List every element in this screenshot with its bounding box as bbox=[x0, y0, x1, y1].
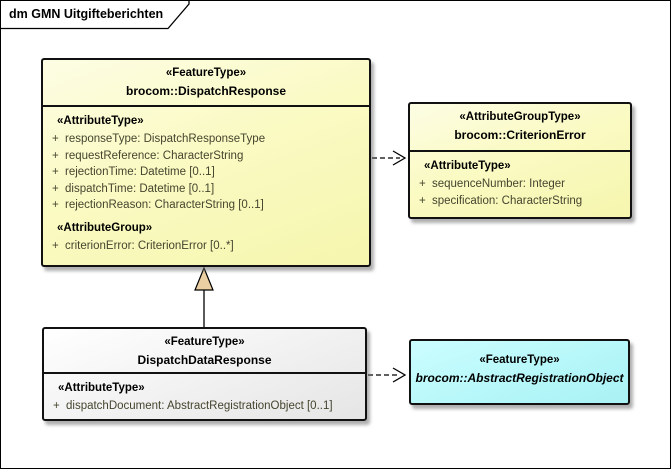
section-label-attribute-type: «AttributeType» bbox=[424, 160, 511, 172]
visibility-plus: + bbox=[52, 149, 59, 162]
class-box-dispatch-data-response[interactable]: «FeatureType» DispatchDataResponse «Attr… bbox=[42, 327, 367, 421]
visibility-plus: + bbox=[52, 166, 59, 178]
visibility-plus: + bbox=[419, 178, 426, 190]
attribute-row: + specification: CharacterString bbox=[414, 193, 626, 210]
frame-title: dm GMN Uitgifteberichten bbox=[9, 7, 164, 21]
attribute-text: responseType: DispatchResponseType bbox=[65, 133, 266, 145]
attribute-row: + dispatchTime: Datetime [0..1] bbox=[47, 181, 365, 198]
attribute-row: + rejectionTime: Datetime [0..1] bbox=[47, 164, 365, 181]
visibility-plus: + bbox=[52, 199, 59, 211]
visibility-plus: + bbox=[53, 400, 60, 412]
stereotype-label: «FeatureType» bbox=[164, 336, 245, 348]
attributes-compartment: «AttributeType» + dispatchDocument: Abst… bbox=[44, 372, 365, 418]
section-label-attribute-type: «AttributeType» bbox=[58, 382, 145, 394]
visibility-plus: + bbox=[52, 182, 59, 195]
attributes-compartment: «AttributeType» + sequenceNumber: Intege… bbox=[410, 150, 630, 212]
attribute-text: specification: CharacterString bbox=[432, 194, 583, 207]
attribute-text: dispatchTime: Datetime [0..1] bbox=[65, 182, 215, 195]
attribute-text: sequenceNumber: Integer bbox=[432, 178, 565, 190]
class-name: brocom::AbstractRegistrationObject bbox=[415, 371, 624, 385]
class-header: «FeatureType» brocom::DispatchResponse bbox=[43, 60, 369, 105]
dependency-connector-criterion-error[interactable] bbox=[372, 150, 407, 166]
class-name: brocom::CriterionError bbox=[454, 128, 586, 142]
visibility-plus: + bbox=[52, 239, 59, 252]
attribute-text: dispatchDocument: AbstractRegistrationOb… bbox=[66, 400, 333, 412]
section-label-attribute-type: «AttributeType» bbox=[57, 115, 144, 127]
frame-tab bbox=[1, 1, 190, 30]
stereotype-label: «AttributeGroupType» bbox=[459, 111, 581, 123]
class-name: brocom::DispatchResponse bbox=[125, 84, 287, 98]
class-header: «FeatureType» DispatchDataResponse bbox=[44, 329, 365, 372]
attribute-text: criterionError: CriterionError [0..*] bbox=[65, 239, 234, 252]
class-box-abstract-registration-object[interactable]: «FeatureType» brocom::AbstractRegistrati… bbox=[409, 339, 630, 405]
attribute-row: + dispatchDocument: AbstractRegistration… bbox=[48, 398, 361, 415]
attribute-text: requestReference: CharacterString bbox=[65, 149, 244, 162]
attribute-text: rejectionTime: Datetime [0..1] bbox=[65, 166, 215, 178]
stereotype-label: «FeatureType» bbox=[479, 354, 560, 366]
visibility-plus: + bbox=[419, 194, 426, 207]
generalization-triangle bbox=[194, 266, 214, 291]
attribute-row: + sequenceNumber: Integer bbox=[414, 176, 626, 193]
attribute-row: + criterionError: CriterionError [0..*] bbox=[47, 238, 365, 255]
attribute-row: + requestReference: CharacterString bbox=[47, 148, 365, 165]
dependency-connector-abstract-registration-object[interactable] bbox=[368, 367, 407, 383]
visibility-plus: + bbox=[52, 133, 59, 145]
attribute-row: + responseType: DispatchResponseType bbox=[47, 131, 365, 148]
class-box-dispatch-response[interactable]: «FeatureType» brocom::DispatchResponse «… bbox=[41, 58, 371, 267]
class-header: «AttributeGroupType» brocom::CriterionEr… bbox=[410, 104, 630, 150]
stereotype-label: «FeatureType» bbox=[165, 67, 247, 79]
attribute-text: rejectionReason: CharacterString [0..1] bbox=[65, 199, 264, 211]
class-name: DispatchDataResponse bbox=[137, 353, 272, 367]
section-label-attribute-group: «AttributeGroup» bbox=[57, 221, 153, 234]
attribute-row: + rejectionReason: CharacterString [0..1… bbox=[47, 197, 365, 214]
class-box-criterion-error[interactable]: «AttributeGroupType» brocom::CriterionEr… bbox=[408, 102, 632, 219]
generalization-connector[interactable] bbox=[194, 266, 214, 327]
class-header: «FeatureType» brocom::AbstractRegistrati… bbox=[411, 341, 628, 387]
attributes-compartment: «AttributeType» + responseType: Dispatch… bbox=[43, 105, 369, 257]
